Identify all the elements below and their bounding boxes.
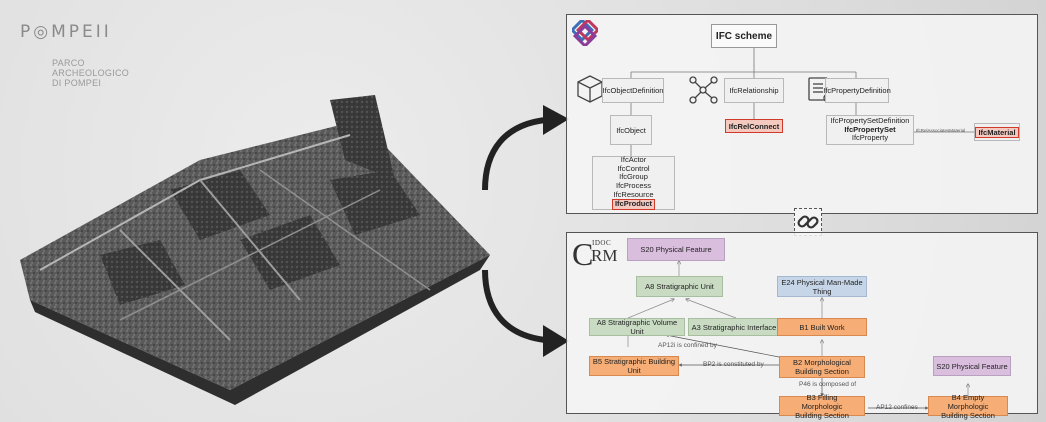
ifc-rel-connect: IfcRelConnect (725, 119, 783, 133)
crm-b3-filling-morphologic-building-section: B3 Filling Morphologic Building Section (779, 393, 865, 420)
ifc-property-definition: IfcPropertyDefinition (823, 78, 891, 103)
crm-p46-label: P46 is composed of (799, 381, 857, 388)
network-icon (699, 86, 707, 94)
model-wall-lines (119, 229, 231, 341)
crm-logo-idoc: IDOC (592, 239, 612, 247)
crm-b2-morphological-building-section: B2 Morphological Building Section (779, 356, 865, 378)
crm-logo-c: C (572, 236, 594, 272)
crm-b1-built-work: B1 Built Work (777, 318, 867, 336)
ifc-relationship: IfcRelationship (724, 78, 784, 103)
crm-logo-rm: RM (591, 246, 618, 265)
ifc-property-set-group: IfcPropertySetDefinition IfcPropertySet … (826, 115, 914, 145)
model-room (240, 215, 340, 290)
subtitle-line: DI POMPEI (52, 78, 102, 88)
model-front-face (30, 255, 490, 405)
connector-arrows (482, 105, 569, 357)
ifc-product: IfcProduct (611, 199, 656, 210)
ifc-material-container: IfcMaterial (974, 123, 1020, 141)
ifc-property-set: IfcPropertySet (844, 124, 896, 134)
ifc-group: IfcGroup (619, 172, 648, 182)
link-chain-icon (797, 215, 819, 229)
ifc-resource: IfcResource (613, 189, 654, 199)
ifc-object: IfcObject (610, 115, 652, 145)
ifc-material: IfcMaterial (975, 126, 1019, 138)
model-back-wall (330, 95, 395, 180)
model-room (100, 240, 185, 305)
crm-b4-empty-morphologic-building-section: B4 Empty Morphologic Building Section (928, 393, 1008, 420)
crm-connectors (566, 232, 1038, 410)
model-wall-lines (119, 189, 381, 321)
ifc-actor: IfcActor (620, 155, 647, 165)
subtitle-line: PARCO (52, 58, 85, 68)
crm-s20-physical-feature-top: S20 Physical Feature (627, 238, 725, 261)
crm-s20-physical-feature-bottom: S20 Physical Feature (933, 356, 1011, 376)
ifc-scheme-title: IFC scheme (711, 24, 777, 48)
crm-ap12i-label: AP12i is confined by (658, 342, 717, 349)
point-cloud-model (20, 95, 490, 405)
arrow-to-ifc (482, 117, 546, 191)
crm-bp2-label: BP2 is constituted by (703, 361, 764, 368)
arrow-to-crm-head (543, 325, 569, 357)
model-room (330, 170, 420, 235)
cidoc-crm-logo: C IDOC RM (572, 236, 620, 272)
crm-ap12-label: AP12 confines (876, 404, 918, 411)
ifc-property-set-definition: IfcPropertySetDefinition (830, 116, 910, 126)
park-subtitle: PARCO ARCHEOLOGICO DI POMPEI (52, 58, 129, 88)
ifc-property: IfcProperty (851, 133, 889, 143)
arrow-to-crm (482, 269, 546, 343)
model-wall-lines (199, 179, 301, 301)
model-wall-lines (259, 169, 431, 291)
buildingsmart-logo-icon (572, 20, 598, 46)
crm-a8-stratigraphic-volume-unit: A8 Stratigraphic Volume Unit (589, 318, 685, 336)
ifc-object-subtypes: IfcActor IfcControl IfcGroup IfcProcess … (592, 156, 675, 210)
crm-e24-physical-man-made-thing: E24 Physical Man-Made Thing (777, 276, 867, 297)
arrow-to-ifc-head (543, 105, 569, 135)
ifc-control: IfcControl (617, 163, 650, 173)
pompeii-logo: P◎MPEII (20, 22, 112, 42)
ifc-rel-associates-material-label: IfcRelAssociatesMaterial (916, 128, 966, 133)
crm-a8-stratigraphic-unit: A8 Stratigraphic Unit (636, 276, 723, 297)
crm-a3-stratigraphic-interface: A3 Stratigraphic Interface (688, 318, 780, 336)
ifc-process: IfcProcess (615, 181, 651, 190)
cube-icon (577, 75, 603, 103)
ifc-object-definition: IfcObjectDefinition (602, 78, 664, 103)
crm-b5-stratigraphic-building-unit: B5 Stratigraphic Building Unit (589, 356, 679, 376)
subtitle-line: ARCHEOLOGICO (52, 68, 130, 78)
